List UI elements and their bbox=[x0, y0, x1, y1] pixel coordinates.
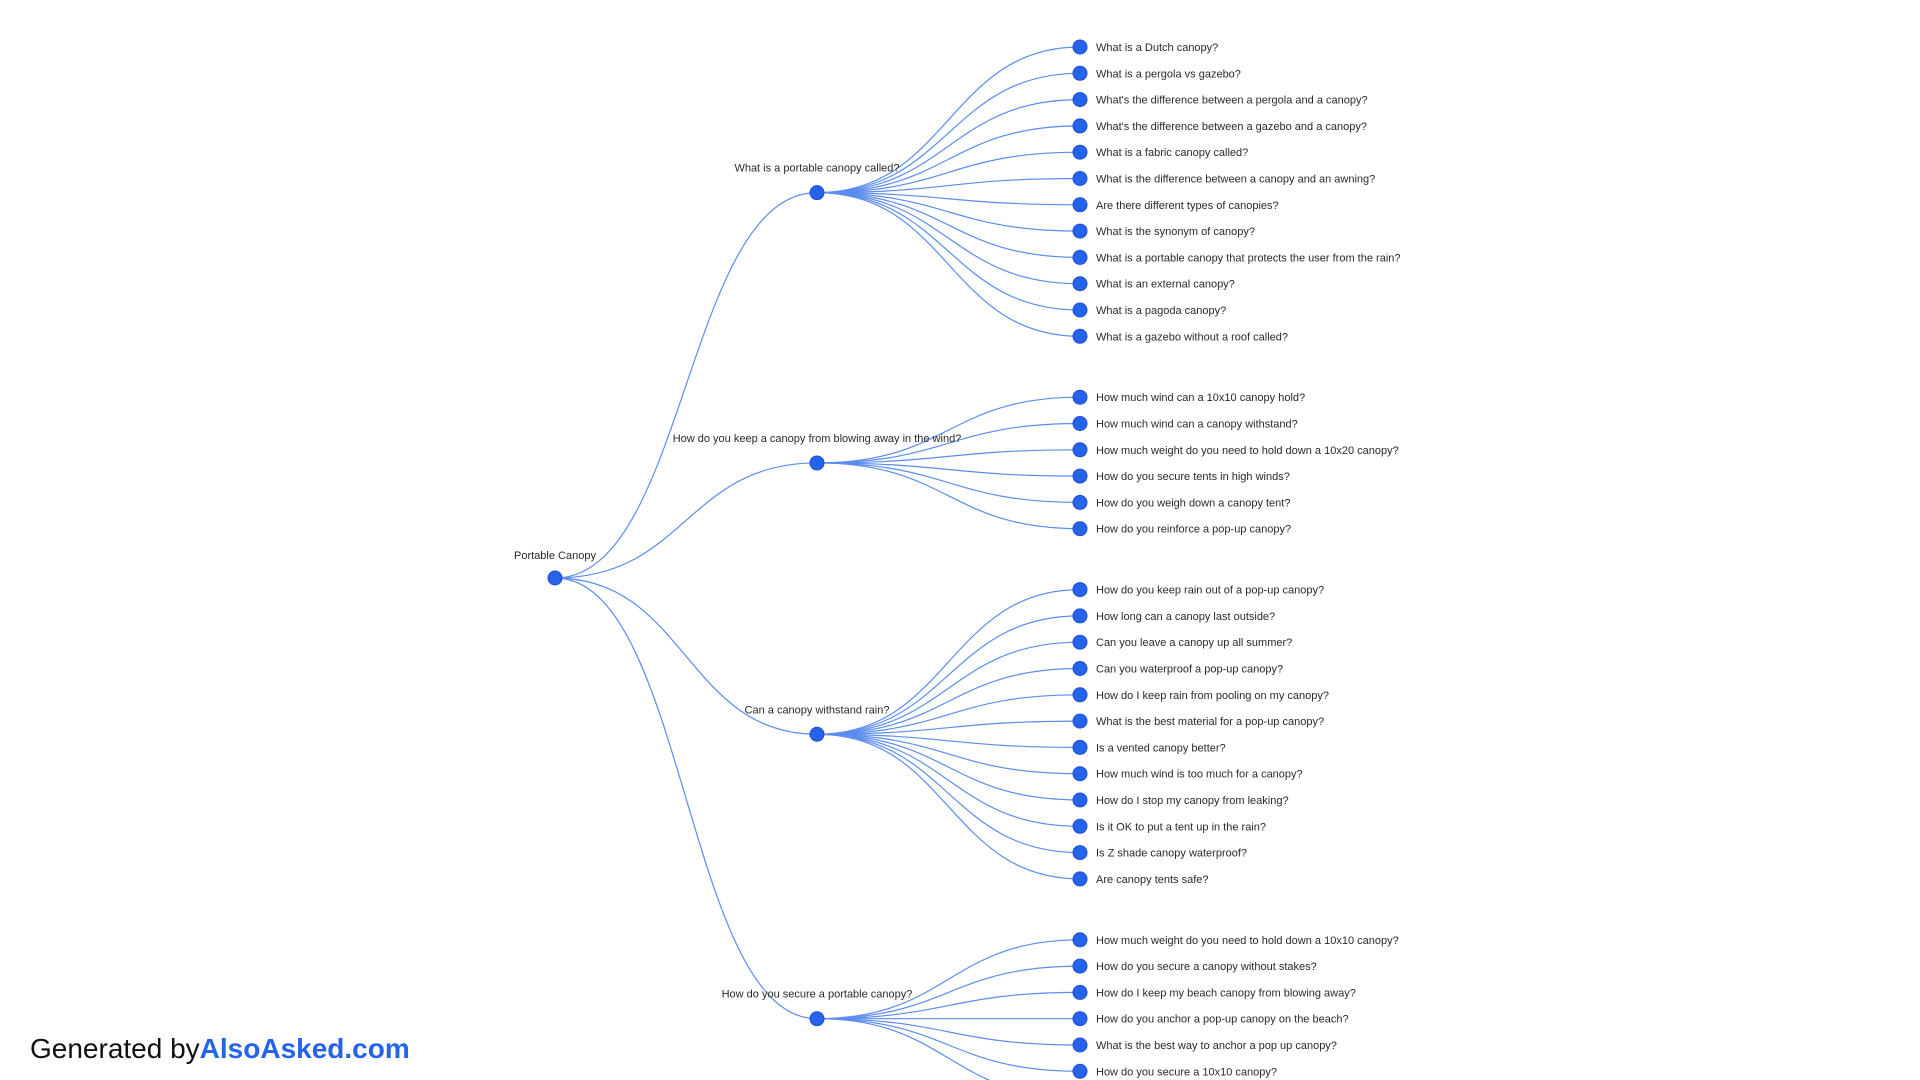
leaf-question-node[interactable] bbox=[1072, 92, 1088, 108]
leaf-question-label: What is the best way to anchor a pop up … bbox=[1096, 1040, 1337, 1052]
leaf-question-label: Are canopy tents safe? bbox=[1096, 874, 1209, 886]
leaf-question-label: Are there different types of canopies? bbox=[1096, 200, 1279, 212]
branch-question-node[interactable] bbox=[809, 1011, 825, 1027]
leaf-question-node[interactable] bbox=[1072, 984, 1088, 1000]
leaf-question-node[interactable] bbox=[1072, 713, 1088, 729]
leaf-question-label: Can you waterproof a pop-up canopy? bbox=[1096, 664, 1283, 676]
leaf-question-label: How do you weigh down a canopy tent? bbox=[1096, 497, 1290, 509]
branch-question-node[interactable] bbox=[809, 455, 825, 471]
leaf-question-node[interactable] bbox=[1072, 144, 1088, 160]
leaf-question-label: What is a pergola vs gazebo? bbox=[1096, 68, 1241, 80]
leaf-question-label: What is a gazebo without a roof called? bbox=[1096, 331, 1288, 343]
leaf-question-label: What's the difference between a pergola … bbox=[1096, 95, 1368, 107]
leaf-question-label: How do I stop my canopy from leaking? bbox=[1096, 795, 1289, 807]
leaf-question-label: Can you leave a canopy up all summer? bbox=[1096, 637, 1292, 649]
leaf-question-node[interactable] bbox=[1072, 766, 1088, 782]
root-label: Portable Canopy bbox=[514, 550, 596, 562]
leaf-question-label: How much wind can a canopy withstand? bbox=[1096, 419, 1298, 431]
leaf-question-label: What is a pagoda canopy? bbox=[1096, 305, 1226, 317]
leaf-question-node[interactable] bbox=[1072, 223, 1088, 239]
tree-links bbox=[554, 46, 1081, 1080]
leaf-question-node[interactable] bbox=[1072, 442, 1088, 458]
footer-brand-link[interactable]: AlsoAsked.com bbox=[199, 1033, 410, 1064]
leaf-question-label: Is Z shade canopy waterproof? bbox=[1096, 848, 1247, 860]
footer-credit: Generated byAlsoAsked.com bbox=[30, 1033, 410, 1065]
leaf-question-node[interactable] bbox=[1072, 65, 1088, 81]
branch-question-node[interactable] bbox=[809, 185, 825, 201]
leaf-question-label: How do I keep rain from pooling on my ca… bbox=[1096, 690, 1329, 702]
leaf-question-node[interactable] bbox=[1072, 39, 1088, 55]
leaf-question-label: Is a vented canopy better? bbox=[1096, 742, 1226, 754]
leaf-question-label: How do you secure a canopy without stake… bbox=[1096, 961, 1317, 973]
leaf-question-label: What is the synonym of canopy? bbox=[1096, 226, 1255, 238]
leaf-question-label: What is an external canopy? bbox=[1096, 279, 1235, 291]
leaf-question-label: What is a Dutch canopy? bbox=[1096, 42, 1218, 54]
leaf-question-node[interactable] bbox=[1072, 468, 1088, 484]
leaf-question-node[interactable] bbox=[1072, 845, 1088, 861]
leaf-question-label: How much wind is too much for a canopy? bbox=[1096, 769, 1303, 781]
leaf-question-label: How do you secure a 10x10 canopy? bbox=[1096, 1066, 1277, 1078]
leaf-question-label: How much weight do you need to hold down… bbox=[1096, 935, 1399, 947]
leaf-question-label: How do you anchor a pop-up canopy on the… bbox=[1096, 1014, 1349, 1026]
leaf-question-node[interactable] bbox=[1072, 582, 1088, 598]
leaf-question-label: What is a portable canopy that protects … bbox=[1096, 252, 1401, 264]
leaf-question-node[interactable] bbox=[1072, 118, 1088, 134]
leaf-question-node[interactable] bbox=[1072, 958, 1088, 974]
branch-question-label: How do you secure a portable canopy? bbox=[722, 989, 913, 1001]
tree-nodes: What is a Dutch canopy? What is a pergola… bbox=[514, 39, 1401, 1079]
leaf-question-node[interactable] bbox=[1072, 494, 1088, 510]
leaf-question-node[interactable] bbox=[1072, 1037, 1088, 1053]
leaf-question-node[interactable] bbox=[1072, 249, 1088, 265]
branch-question-label: How do you keep a canopy from blowing aw… bbox=[673, 433, 962, 445]
leaf-question-node[interactable] bbox=[1072, 687, 1088, 703]
leaf-question-node[interactable] bbox=[1072, 171, 1088, 186]
leaf-question-node[interactable] bbox=[1072, 661, 1088, 676]
branch-question-label: Can a canopy withstand rain? bbox=[745, 704, 890, 716]
leaf-question-node[interactable] bbox=[1072, 521, 1088, 537]
leaf-question-label: How much wind can a 10x10 canopy hold? bbox=[1096, 392, 1305, 404]
leaf-question-node[interactable] bbox=[1072, 818, 1088, 834]
leaf-question-node[interactable] bbox=[1072, 739, 1088, 755]
leaf-question-node[interactable] bbox=[1072, 302, 1088, 318]
leaf-question-node[interactable] bbox=[1072, 416, 1088, 431]
leaf-question-label: How do you secure tents in high winds? bbox=[1096, 471, 1290, 483]
leaf-question-node[interactable] bbox=[1072, 1011, 1088, 1027]
leaf-question-label: What is the best material for a pop-up c… bbox=[1096, 716, 1324, 728]
leaf-question-label: Is it OK to put a tent up in the rain? bbox=[1096, 821, 1266, 833]
leaf-question-label: What's the difference between a gazebo a… bbox=[1096, 121, 1367, 133]
leaf-question-node[interactable] bbox=[1072, 871, 1088, 887]
leaf-question-label: How long can a canopy last outside? bbox=[1096, 611, 1275, 623]
branch-question-label: What is a portable canopy called? bbox=[734, 163, 899, 175]
leaf-question-node[interactable] bbox=[1072, 608, 1088, 624]
leaf-question-node[interactable] bbox=[1072, 634, 1088, 650]
leaf-question-node[interactable] bbox=[1072, 932, 1088, 948]
branch-question-node[interactable] bbox=[809, 726, 825, 742]
leaf-question-label: What is a fabric canopy called? bbox=[1096, 147, 1248, 159]
leaf-question-node[interactable] bbox=[1072, 1063, 1088, 1079]
leaf-question-node[interactable] bbox=[1072, 389, 1088, 405]
leaf-question-node[interactable] bbox=[1072, 276, 1088, 292]
leaf-question-label: How do you keep rain out of a pop-up can… bbox=[1096, 585, 1324, 597]
leaf-question-label: How do I keep my beach canopy from blowi… bbox=[1096, 987, 1356, 999]
footer-prefix: Generated by bbox=[30, 1033, 200, 1064]
leaf-question-label: What is the difference between a canopy … bbox=[1096, 174, 1375, 186]
root-node[interactable] bbox=[547, 570, 563, 586]
leaf-question-label: How much weight do you need to hold down… bbox=[1096, 445, 1399, 457]
leaf-question-node[interactable] bbox=[1072, 197, 1088, 213]
leaf-question-node[interactable] bbox=[1072, 792, 1088, 808]
leaf-question-label: How do you reinforce a pop-up canopy? bbox=[1096, 524, 1291, 536]
leaf-question-node[interactable] bbox=[1072, 328, 1088, 344]
